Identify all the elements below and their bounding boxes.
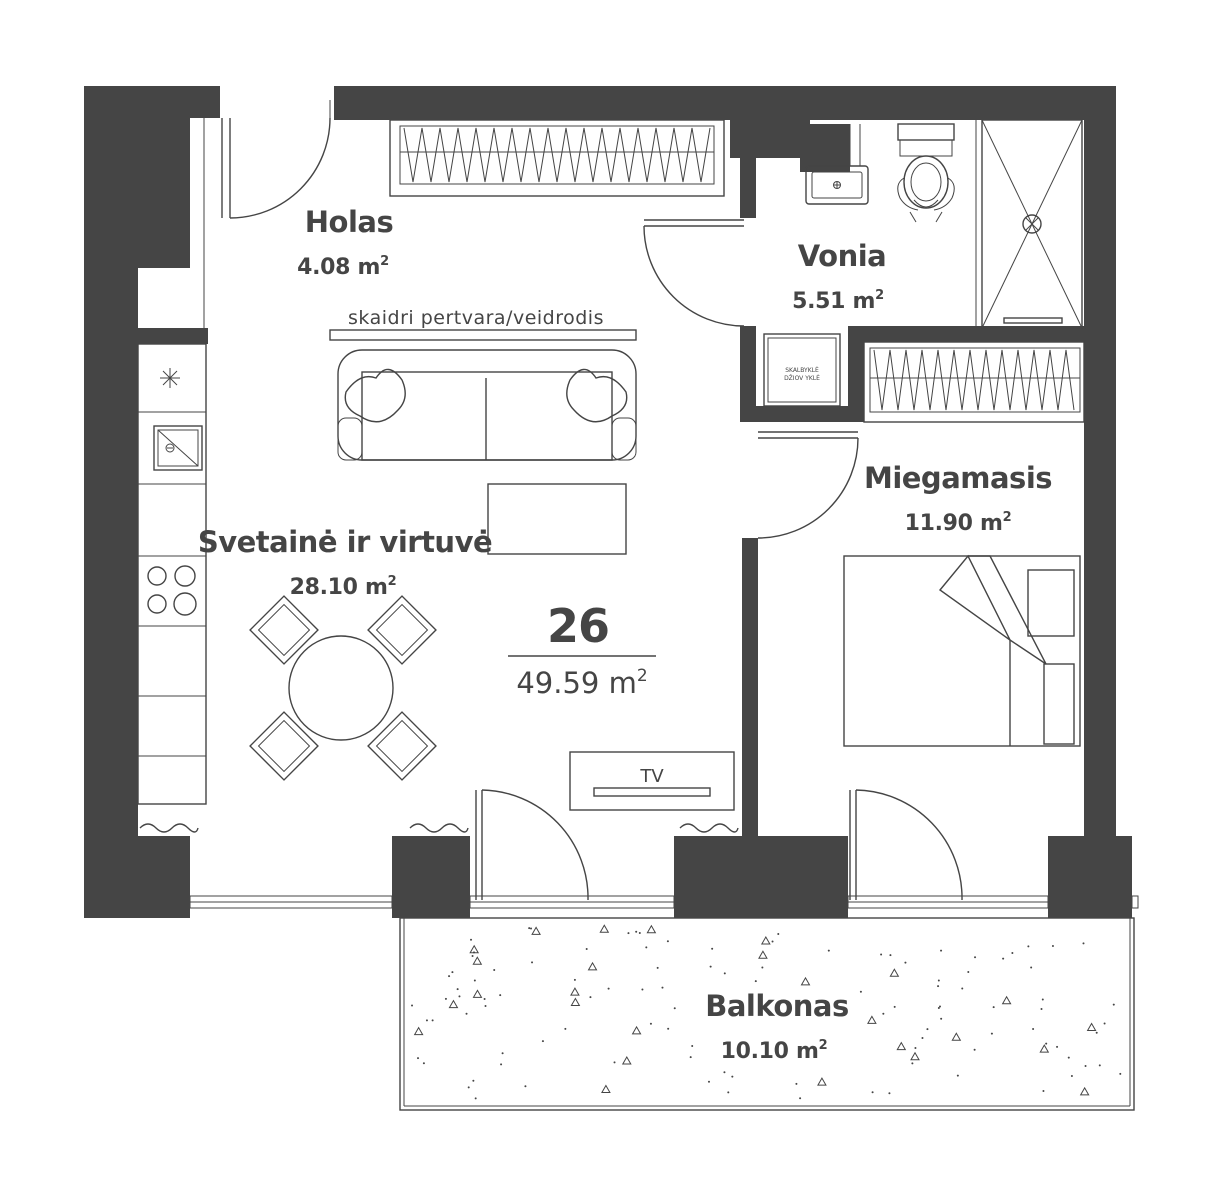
room-name-bathroom: Vonia xyxy=(798,239,886,273)
room-area-bathroom: 5.51 m2 xyxy=(792,288,884,314)
hall-wardrobe xyxy=(389,119,725,197)
unit-area: 49.59 m2 xyxy=(516,666,647,700)
bedroom-wardrobe xyxy=(863,341,1085,423)
balcony-floor-texture xyxy=(411,924,1122,1100)
washer-label: SKALBYKLĖ xyxy=(785,367,819,374)
wardrobe-hangers xyxy=(403,127,711,183)
cooktop-icon xyxy=(147,565,197,616)
room-name-bedroom: Miegamasis xyxy=(864,461,1052,495)
walls xyxy=(84,86,1132,918)
glass-partition: skaidri pertvara/veidrodis xyxy=(329,307,637,341)
dining-set xyxy=(249,595,437,781)
room-name-hall: Holas xyxy=(305,205,393,239)
bathroom-fixtures xyxy=(805,119,1083,329)
room-area-balcony: 10.10 m2 xyxy=(721,1038,828,1064)
extractor-icon xyxy=(160,368,180,388)
radiators xyxy=(139,823,739,833)
sofa xyxy=(337,349,637,461)
bed xyxy=(843,554,1081,747)
dryer-label: DŽIOV YKLĖ xyxy=(784,374,820,382)
room-name-living: Svetainė ir virtuvė xyxy=(198,525,492,559)
unit-label: 26 49.59 m2 xyxy=(508,599,656,700)
unit-number: 26 xyxy=(547,599,609,653)
tv-unit: TV xyxy=(569,751,735,811)
partition-label: skaidri pertvara/veidrodis xyxy=(348,307,604,329)
kitchen-counter xyxy=(137,118,207,805)
wardrobe-hangers xyxy=(873,349,1075,411)
tv-label: TV xyxy=(639,766,664,787)
kitchen-sink-icon xyxy=(153,425,203,471)
room-area-living: 28.10 m2 xyxy=(290,574,397,600)
windows xyxy=(189,895,1139,909)
coffee-table xyxy=(487,483,627,555)
doors xyxy=(221,100,963,901)
washer-dryer: SKALBYKLĖ DŽIOV YKLĖ xyxy=(763,333,841,407)
room-area-bedroom: 11.90 m2 xyxy=(905,510,1012,536)
room-name-balcony: Balkonas xyxy=(705,989,849,1023)
room-area-hall: 4.08 m2 xyxy=(297,254,389,280)
room-labels: Holas 4.08 m2 Vonia 5.51 m2 Svetainė ir … xyxy=(198,205,1053,1064)
